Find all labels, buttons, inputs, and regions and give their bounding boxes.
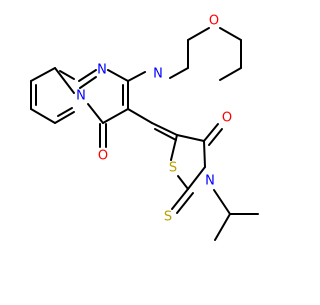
bond: [127, 71, 146, 82]
bond: [154, 128, 177, 141]
ring-sulfur-label: S: [169, 161, 177, 176]
bond: [79, 76, 97, 89]
carbonyl-oxygen-label: O: [98, 149, 108, 164]
bond: [30, 108, 56, 124]
bond: [59, 70, 75, 80]
bond: [176, 134, 205, 142]
bond: [187, 27, 210, 41]
bond: [107, 69, 129, 82]
structure-diagram: N N N O O O S S N: [30, 14, 259, 241]
bond: [187, 166, 206, 190]
bond: [102, 108, 129, 124]
thione-sulfur-label: S: [164, 210, 172, 225]
bonds: [30, 27, 259, 241]
morpholine-nitrogen-label: N: [153, 67, 163, 82]
nitrogen-atom-label: N: [97, 63, 107, 78]
bond: [203, 123, 219, 142]
bond: [219, 67, 242, 81]
morpholine-oxygen-label: O: [209, 14, 219, 29]
bond: [57, 107, 73, 117]
bond: [203, 140, 206, 168]
bond: [177, 175, 189, 190]
bridgehead-nitrogen-label: N: [76, 89, 86, 104]
bond: [54, 111, 75, 124]
ring-nitrogen-label: N: [205, 174, 215, 189]
bond: [214, 213, 231, 241]
molecule-canvas: N N N O O O S S N: [30, 14, 259, 241]
bond: [171, 188, 189, 210]
atom-labels: N N N O O O S S N: [76, 14, 232, 225]
bond: [213, 189, 231, 215]
bond: [208, 128, 223, 146]
ring-carbonyl-oxygen-label: O: [222, 111, 232, 126]
bond: [219, 27, 242, 41]
bond: [169, 67, 189, 79]
bond: [87, 103, 104, 124]
bond: [54, 67, 75, 94]
bond: [30, 67, 56, 82]
bond: [151, 122, 178, 136]
bond: [127, 108, 153, 124]
bond: [78, 69, 97, 82]
bond: [170, 134, 178, 161]
bond: [176, 192, 194, 214]
